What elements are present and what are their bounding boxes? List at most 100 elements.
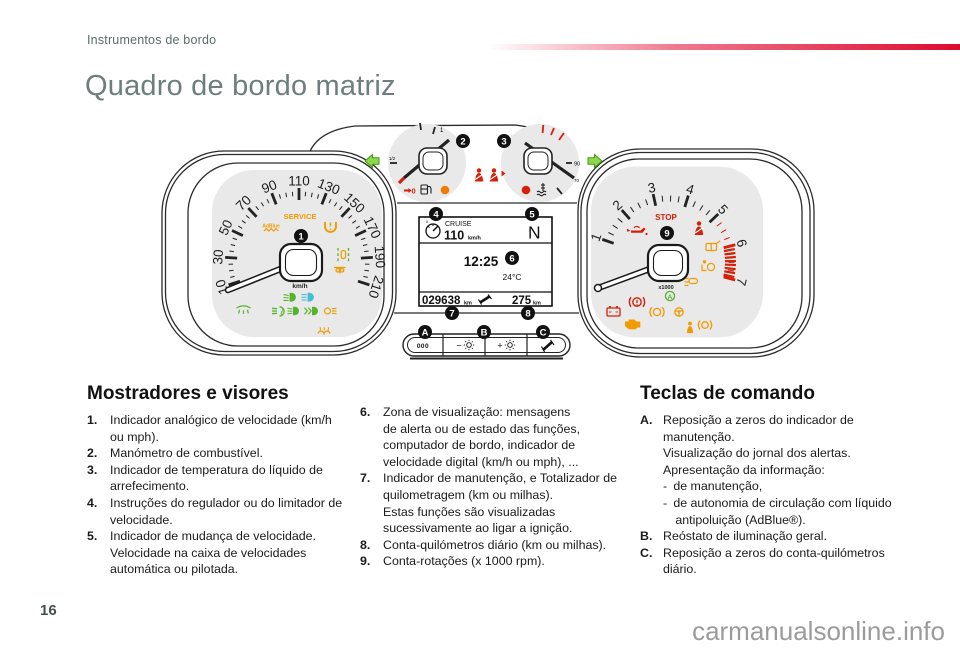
front-fog-icon <box>271 306 285 317</box>
auto-stop-start-icon: A <box>664 290 676 302</box>
dial-scale-label: 190 <box>372 245 388 268</box>
svg-text:+: + <box>497 341 502 351</box>
rear-defrost-icon <box>317 327 331 336</box>
badge-5: 5 <box>525 207 539 221</box>
svg-text:6: 6 <box>509 253 514 264</box>
clock: 12:25 <box>464 254 499 269</box>
temperature-gauge: 90 70 <box>501 124 580 202</box>
odometer-value: 029638 <box>422 295 461 307</box>
speedometer-ticks <box>225 188 373 287</box>
tachometer-needle-hub <box>646 243 690 283</box>
high-beam-icon <box>301 292 314 302</box>
section-displays-continued: 6.Zona de visualização: mensagens de ale… <box>360 404 630 570</box>
wiper-icon <box>236 305 251 314</box>
dial-scale-label: 90 <box>259 177 278 196</box>
dial-scale-label: 110 <box>288 174 310 189</box>
page-number: 16 <box>40 602 57 619</box>
list-item: A.Reposição a zeros do indicador de manu… <box>640 413 892 527</box>
coolant-temp-icon <box>536 183 547 197</box>
seatbelt-warning-icons <box>474 168 506 182</box>
trip-unit: km <box>533 301 541 307</box>
list-item: B.Reóstato de iluminação geral. <box>640 529 827 544</box>
check-button-label: 000 <box>417 343 429 350</box>
dial-scale-label: 50 <box>216 218 236 238</box>
badge-C: C <box>536 325 550 339</box>
badge-A: A <box>418 325 432 339</box>
svg-text:AdBlue: AdBlue <box>262 224 280 230</box>
badge-9: 9 <box>660 226 674 240</box>
svg-text:7: 7 <box>449 308 454 319</box>
tachometer-housing <box>577 148 815 358</box>
glow-plug-icon <box>334 266 346 274</box>
dial-scale-label: 70 <box>233 192 254 213</box>
tpms-icon <box>697 320 713 330</box>
brake-pads-icon <box>649 306 665 318</box>
headlight-flash-icon <box>304 306 318 316</box>
callout-badges: 1 2 3 4 5 6 7 8 9 A B C <box>294 134 674 339</box>
cruise-gauge-icon: x <box>425 219 441 239</box>
cruise-label: CRUISE <box>445 221 472 228</box>
seatbelt-orange-icon <box>686 321 694 333</box>
dial-scale-label: 30 <box>210 249 226 265</box>
badge-B: B <box>477 325 491 339</box>
list-item: 9.Conta-rotações (x 1000 rpm). <box>360 554 545 569</box>
section-displays-heading: Mostradores e visores <box>87 383 289 404</box>
svg-text:4: 4 <box>433 209 439 220</box>
odometer-unit: km <box>464 301 472 307</box>
temp-needle-hub <box>523 147 553 175</box>
low-beam-icon <box>283 292 296 302</box>
svg-text:9: 9 <box>664 228 669 239</box>
list-item: 7.Indicador de manutenção, e Totalizador… <box>360 471 617 536</box>
svg-text:C: C <box>540 327 547 338</box>
dial-scale-label: 210 <box>365 274 386 300</box>
svg-text:5: 5 <box>529 209 535 220</box>
adblue-icon: AdBlue <box>262 224 280 232</box>
brightness-minus-button[interactable]: − <box>456 339 475 351</box>
trip-value: 275 <box>512 295 532 307</box>
sun-icon <box>463 339 475 351</box>
low-beam-small-icon <box>287 306 299 316</box>
svg-text:A: A <box>422 327 429 338</box>
brightness-plus-button[interactable]: + <box>497 339 516 351</box>
list-item: 4.Instruções do regulador ou do limitado… <box>87 495 343 527</box>
central-display: x CRUISE 110 km/h N 12:25 24°C 029638 km… <box>418 216 553 307</box>
list-item: 3.Indicador de temperatura do líquido de… <box>87 462 323 494</box>
badge-6: 6 <box>505 251 519 265</box>
temp-90-label: 90 <box>574 162 580 168</box>
temp-70-label: 70 <box>574 178 580 183</box>
svg-text:8: 8 <box>525 308 530 319</box>
tachometer-needle-tip <box>593 283 603 293</box>
x1000-label: x1000 <box>658 285 673 291</box>
svg-text:B: B <box>481 327 488 338</box>
fuel-half-label: 1/2 <box>389 156 396 161</box>
brake-warning-icon <box>628 296 646 308</box>
speedometer-housing <box>161 150 397 356</box>
list-item: 2.Manómetro de combustível. <box>87 446 263 461</box>
turn-right-arrow-icon <box>587 153 603 169</box>
svg-text:0: 0 <box>412 187 416 196</box>
dial-scale-label: 7 <box>733 276 749 287</box>
watermark: carmanualsonline.info <box>692 616 945 646</box>
list-item: C.Reposição a zeros do conta-quilómetros… <box>640 545 885 577</box>
dial-scale-label: 3 <box>646 180 657 196</box>
instrument-cluster-diagram: 1 1/2 0 90 70 <box>161 122 815 360</box>
cruise-speed: 110 <box>444 229 464 243</box>
tire-pressure-icon <box>324 222 337 233</box>
section-displays: Mostradores e visores 1.Indicador analóg… <box>87 383 372 578</box>
sun-icon <box>504 339 516 351</box>
list-item: 8.Conta-quilómetros diário (km ou milhas… <box>360 537 607 552</box>
speed-unit-label: km/h <box>292 283 307 290</box>
cruise-speed-unit: km/h <box>468 236 481 242</box>
list-item: 5.Indicador de mudança de velocidade. Ve… <box>87 529 316 577</box>
fuel-gauge: 1 1/2 0 <box>388 122 466 202</box>
fuel-low-icon: 0 <box>404 187 416 196</box>
trip-reset-wrench-icon[interactable] <box>541 339 555 353</box>
badge-8: 8 <box>521 306 535 320</box>
stop-indicator: STOP <box>655 213 677 222</box>
fuel-full-label: 1 <box>440 128 444 134</box>
fuel-needle-hub <box>418 147 448 175</box>
list-item: 1.Indicador analógico de velocidade (km/… <box>87 413 332 444</box>
gear-indicator: N <box>528 223 541 243</box>
badge-3: 3 <box>497 134 511 148</box>
